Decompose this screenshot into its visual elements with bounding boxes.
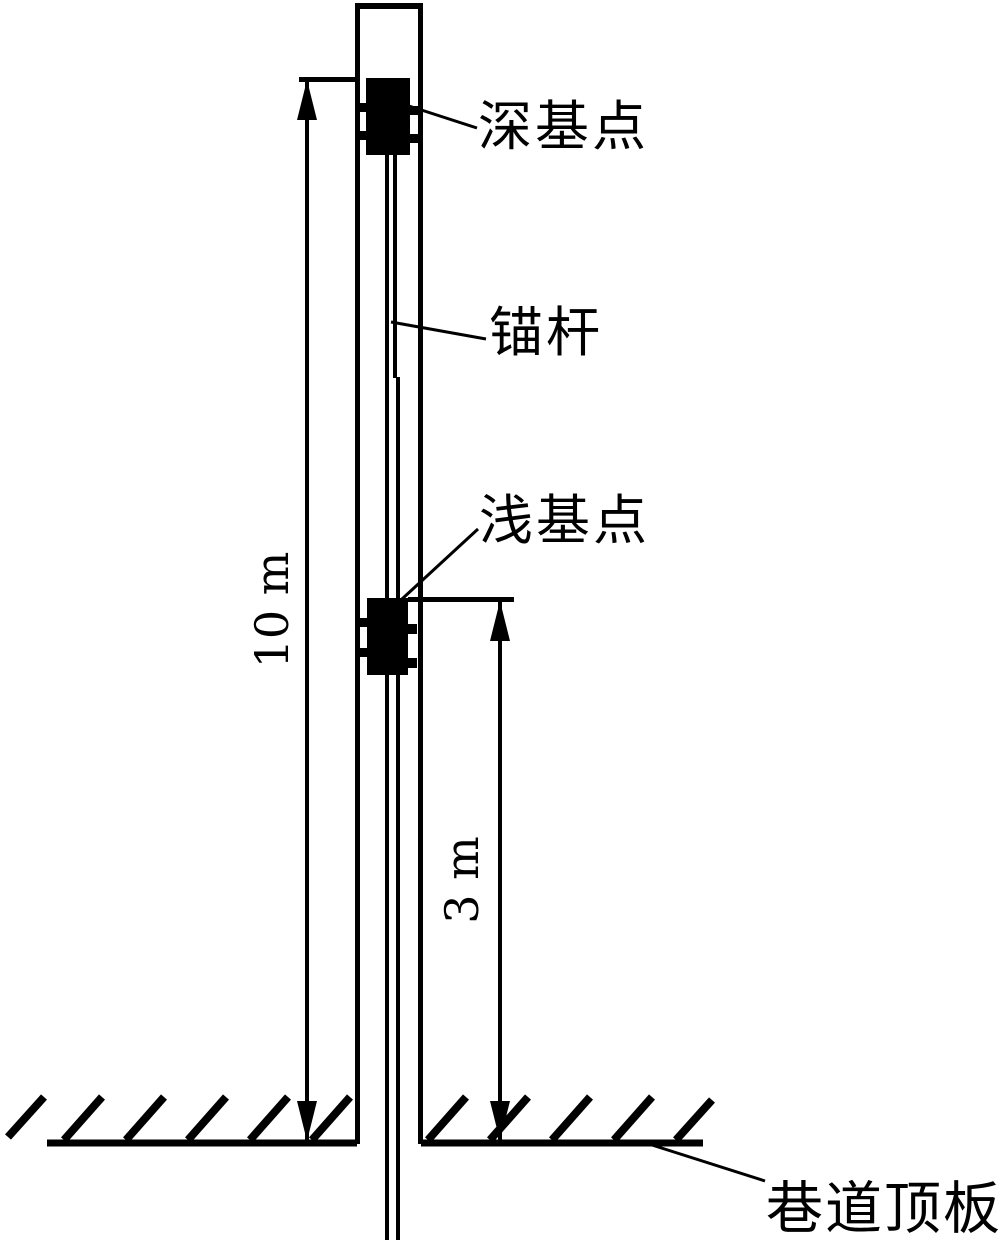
dimension-3m-arrow-up bbox=[490, 601, 510, 641]
dimension-10m bbox=[297, 77, 357, 1141]
roof-hatching-left bbox=[5, 1094, 353, 1143]
borehole-left-wall bbox=[355, 3, 360, 1144]
deep-point-label: 深基点 bbox=[478, 95, 649, 158]
anchor-rod-right-line-upper bbox=[393, 155, 397, 378]
dimension-3m-label: 3 m bbox=[435, 836, 489, 924]
dimension-3m bbox=[408, 597, 514, 1141]
borehole-cap bbox=[355, 3, 423, 9]
leader-shallow-point bbox=[400, 527, 480, 601]
dimension-10m-arrow-down bbox=[297, 1101, 317, 1141]
deep-base-point-marker bbox=[358, 78, 418, 155]
leader-anchor-rod bbox=[390, 320, 487, 341]
anchor-rod-label: 锚杆 bbox=[489, 301, 603, 364]
shallow-point-label: 浅基点 bbox=[479, 489, 650, 552]
dimension-10m-arrow-up bbox=[297, 80, 317, 120]
roof-label: 巷道顶板 bbox=[766, 1176, 1002, 1242]
leader-roof bbox=[651, 1143, 766, 1183]
dimension-10m-label: 10 m bbox=[245, 551, 299, 669]
leader-deep-point bbox=[408, 104, 478, 130]
anchor-rod bbox=[385, 155, 400, 1240]
dimension-10m-extension-line bbox=[299, 77, 357, 82]
leader-lines bbox=[390, 104, 766, 1183]
roof-hatching-right bbox=[425, 1094, 715, 1143]
shallow-base-point-marker bbox=[359, 598, 417, 675]
roof-line-left bbox=[5, 1094, 357, 1147]
dimension-3m-line bbox=[498, 602, 502, 1140]
anchor-rod-left-line bbox=[385, 155, 389, 1240]
anchor-rod-right-line-lower bbox=[396, 377, 400, 1240]
borehole-right-wall bbox=[418, 3, 423, 1144]
roof-line-right bbox=[421, 1094, 715, 1147]
borehole bbox=[355, 3, 423, 1144]
dimension-3m-arrow-down bbox=[490, 1101, 510, 1141]
dimension-10m-line bbox=[305, 82, 309, 1140]
dimension-3m-extension-line bbox=[408, 597, 514, 602]
